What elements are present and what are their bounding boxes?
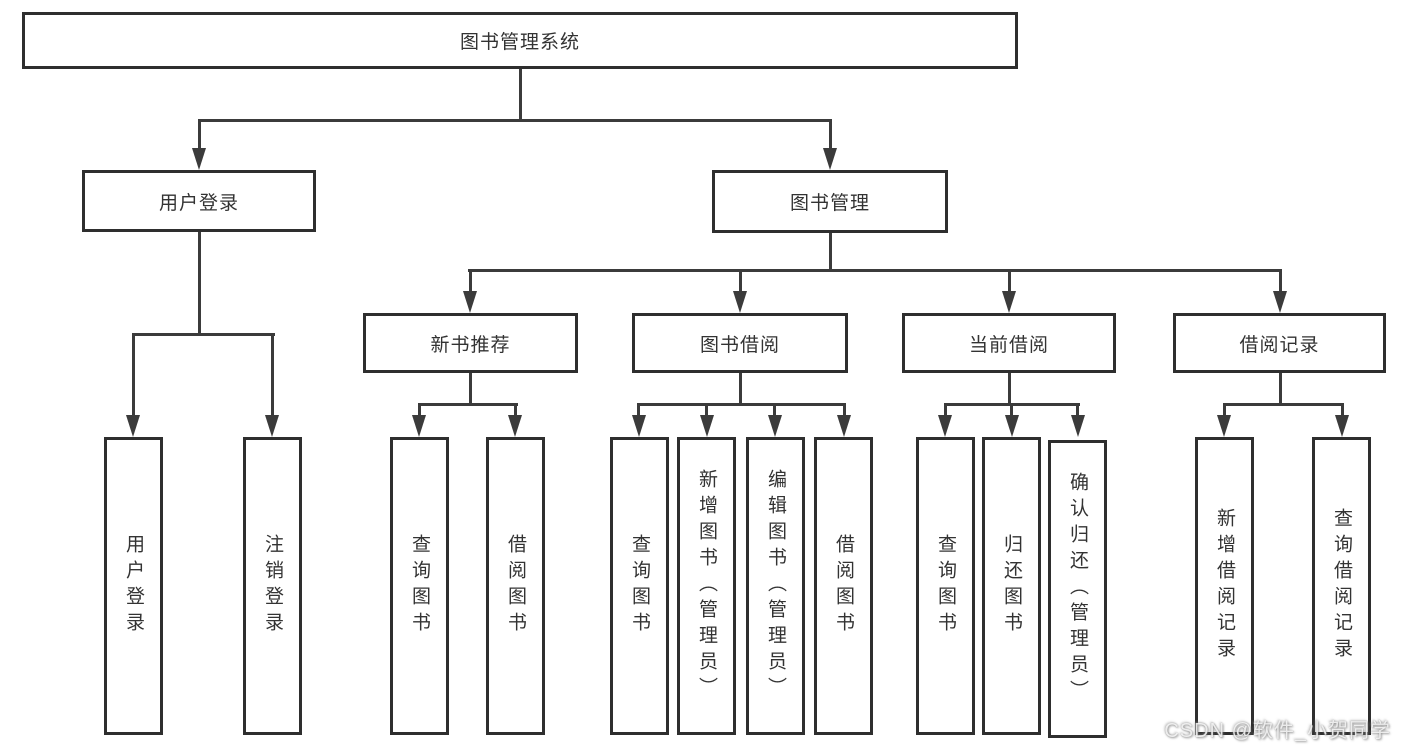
connector-to-add-borrow-record xyxy=(1223,406,1226,417)
connector-recommend-branch xyxy=(418,403,518,406)
leaf-query-books-current-label: 查询图书 xyxy=(935,534,956,638)
leaf-user-login-label: 用户登录 xyxy=(123,534,144,638)
leaf-query-books-borrow: 查询图书 xyxy=(610,437,669,735)
arrowhead-query-books-recommend xyxy=(412,415,426,437)
arrowhead-leaf-logout xyxy=(265,415,279,437)
leaf-query-books-current: 查询图书 xyxy=(916,437,975,735)
arrowhead-query-books-borrow xyxy=(632,415,646,437)
connector-root-branch xyxy=(198,119,832,122)
node-borrowing-records: 借阅记录 xyxy=(1173,313,1386,373)
node-book-management: 图书管理 xyxy=(712,170,948,233)
leaf-query-books-recommend: 查询图书 xyxy=(390,437,449,735)
connector-to-new-book-recommendation xyxy=(469,272,472,293)
leaf-borrow-book: 借阅图书 xyxy=(814,437,873,735)
connector-to-add-book-admin xyxy=(705,406,708,417)
arrowhead-add-borrow-record xyxy=(1217,415,1231,437)
arrowhead-return-book xyxy=(1005,415,1019,437)
connector-to-query-borrow-record xyxy=(1341,406,1344,417)
arrowhead-book-borrowing xyxy=(733,291,747,313)
watermark: CSDN @软件_小贺同学 xyxy=(1164,720,1391,742)
connector-records-stem xyxy=(1279,373,1282,406)
leaf-confirm-return-admin: 确认归还（管理员） xyxy=(1048,440,1107,738)
arrowhead-confirm-return xyxy=(1071,415,1085,437)
node-book-borrowing-label: 图书借阅 xyxy=(699,334,780,356)
connector-current-branch xyxy=(944,403,1080,406)
node-borrowing-records-label: 借阅记录 xyxy=(1239,334,1320,356)
leaf-query-borrow-record-label: 查询借阅记录 xyxy=(1331,508,1352,664)
leaf-add-book-admin: 新增图书（管理员） xyxy=(677,437,736,735)
node-book-management-label: 图书管理 xyxy=(789,193,870,214)
connector-to-return-book xyxy=(1010,406,1013,417)
leaf-query-borrow-record: 查询借阅记录 xyxy=(1312,437,1371,735)
leaf-return-book-label: 归还图书 xyxy=(1001,534,1022,638)
arrowhead-user-login xyxy=(192,148,206,170)
node-new-book-recommendation-label: 新书推荐 xyxy=(430,334,511,356)
arrowhead-book-management xyxy=(823,148,837,170)
node-user-login-label: 用户登录 xyxy=(158,192,239,214)
leaf-add-borrow-record: 新增借阅记录 xyxy=(1195,437,1254,735)
leaf-edit-book-admin-label: 编辑图书（管理员） xyxy=(765,469,786,703)
connector-records-branch xyxy=(1223,403,1344,406)
connector-to-query-books-recommend xyxy=(418,406,421,417)
arrowhead-new-book-recommendation xyxy=(463,291,477,313)
connector-to-borrowing-records xyxy=(1279,272,1282,293)
arrowhead-query-books-current xyxy=(938,415,952,437)
leaf-query-books-recommend-label: 查询图书 xyxy=(409,534,430,638)
leaf-logout-label: 注销登录 xyxy=(262,534,283,638)
connector-root-to-user-login xyxy=(198,121,201,150)
connector-user-login-branch xyxy=(132,333,275,336)
connector-book-management-stem xyxy=(829,232,832,272)
leaf-query-books-borrow-label: 查询图书 xyxy=(629,534,650,638)
arrowhead-current-borrowing xyxy=(1002,291,1016,313)
leaf-add-book-admin-label: 新增图书（管理员） xyxy=(696,469,717,703)
arrowhead-borrowing-records xyxy=(1273,291,1287,313)
node-current-borrowing-label: 当前借阅 xyxy=(968,334,1049,356)
connector-borrowing-stem xyxy=(739,373,742,406)
node-user-login: 用户登录 xyxy=(82,170,316,232)
connector-to-current-borrowing xyxy=(1008,272,1011,293)
node-root-label: 图书管理系统 xyxy=(459,32,580,53)
arrowhead-borrow-book xyxy=(837,415,851,437)
connector-current-stem xyxy=(1008,373,1011,406)
node-new-book-recommendation: 新书推荐 xyxy=(363,313,578,373)
node-root: 图书管理系统 xyxy=(22,12,1018,69)
connector-recommend-stem xyxy=(469,373,472,406)
connector-to-confirm-return xyxy=(1076,406,1079,417)
arrowhead-leaf-user-login xyxy=(126,415,140,437)
leaf-edit-book-admin: 编辑图书（管理员） xyxy=(746,437,805,735)
connector-to-query-books-current xyxy=(944,406,947,417)
connector-user-login-stem xyxy=(198,231,201,336)
arrowhead-edit-book-admin xyxy=(768,415,782,437)
leaf-borrow-book-recommend: 借阅图书 xyxy=(486,437,545,735)
arrowhead-borrow-book-recommend xyxy=(508,415,522,437)
connector-to-leaf-logout xyxy=(271,336,274,417)
connector-root-stem xyxy=(519,68,522,121)
connector-borrowing-branch xyxy=(637,403,846,406)
leaf-confirm-return-admin-label: 确认归还（管理员） xyxy=(1067,472,1088,706)
connector-to-borrow-book xyxy=(843,406,846,417)
leaf-borrow-book-label: 借阅图书 xyxy=(833,534,854,638)
leaf-borrow-book-recommend-label: 借阅图书 xyxy=(505,534,526,638)
leaf-user-login: 用户登录 xyxy=(104,437,163,735)
connector-to-edit-book-admin xyxy=(773,406,776,417)
connector-to-query-books-borrow xyxy=(637,406,640,417)
connector-to-borrow-book-recommend xyxy=(514,406,517,417)
connector-to-leaf-user-login xyxy=(132,336,135,417)
leaf-logout: 注销登录 xyxy=(243,437,302,735)
node-current-borrowing: 当前借阅 xyxy=(902,313,1116,373)
connector-root-to-book-management xyxy=(829,121,832,150)
node-book-borrowing: 图书借阅 xyxy=(632,313,848,373)
connector-to-book-borrowing xyxy=(739,272,742,293)
arrowhead-add-book-admin xyxy=(700,415,714,437)
arrowhead-query-borrow-record xyxy=(1335,415,1349,437)
leaf-add-borrow-record-label: 新增借阅记录 xyxy=(1214,508,1235,664)
leaf-return-book: 归还图书 xyxy=(982,437,1041,735)
connector-book-management-branch xyxy=(468,269,1282,272)
